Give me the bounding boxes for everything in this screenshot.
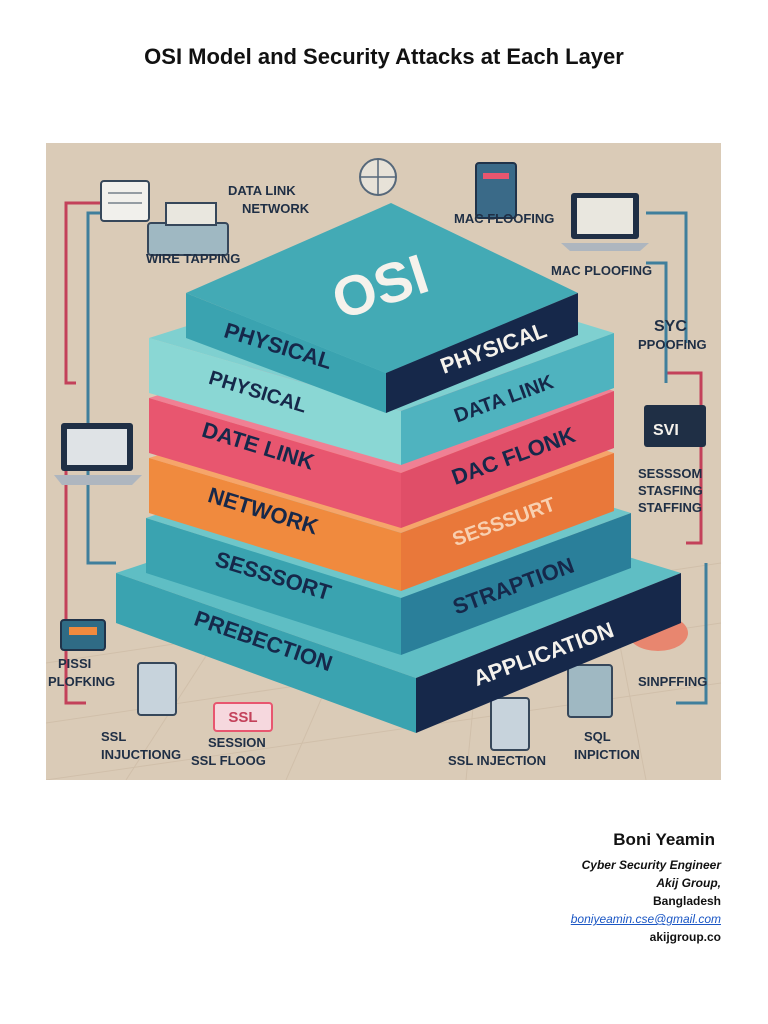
callout-data-link: DATA LINK xyxy=(228,183,296,198)
callout-spoofing: PPOOFING xyxy=(638,337,707,352)
server-icon xyxy=(100,180,150,222)
author-name: Boni Yeamin xyxy=(613,830,715,849)
callout-injuction: INJUCTIONG xyxy=(101,747,181,762)
device-icon xyxy=(60,619,106,651)
callout-ssl-badge: SSL xyxy=(228,709,257,726)
callout-inpiction: INPICTION xyxy=(574,747,640,762)
callout-staffing: STAFFING xyxy=(638,500,702,515)
callout-syc: SYC xyxy=(654,318,687,335)
callout-sessom: SESSSOM xyxy=(638,466,702,481)
callout-stasfing: STASFING xyxy=(638,483,703,498)
callout-ssl-injection: SSL INJECTION xyxy=(448,753,546,768)
ssl-badge xyxy=(213,702,273,732)
globe-icon xyxy=(359,158,397,196)
author-info: Boni Yeamin Cyber Security Engineer Akij… xyxy=(571,830,721,946)
callout-sql: SQL xyxy=(584,729,611,744)
callout-pissi: PISSI xyxy=(58,656,91,671)
osi-model-illustration: OSI PHYSICAL PHYSICAL DATE LINK NETWORK … xyxy=(46,143,721,780)
callout-svi: SVI xyxy=(653,422,679,439)
server-small-icon xyxy=(137,662,177,716)
callout-ssl-floog: SSL FLOOG xyxy=(191,753,266,768)
pc-icon xyxy=(567,664,613,718)
callout-ssl: SSL xyxy=(101,729,126,744)
document-title: OSI Model and Security Attacks at Each L… xyxy=(144,44,624,69)
callout-mac-flooding: MAC FLOOFING xyxy=(454,211,554,226)
callout-session: SESSION xyxy=(208,735,266,750)
author-email-link[interactable]: boniyeamin.cse@gmail.com xyxy=(570,912,721,926)
osi-stack-graphic: OSI PHYSICAL PHYSICAL DATE LINK NETWORK … xyxy=(46,143,721,780)
server-small-right-icon xyxy=(490,697,530,751)
network-switch-icon xyxy=(147,202,229,256)
callout-network: NETWORK xyxy=(242,201,310,216)
server-rack-icon xyxy=(475,162,517,219)
author-country: Bangladesh xyxy=(652,894,721,908)
author-website: akijgroup.co xyxy=(649,930,721,944)
callout-sniffing: SINPFFING xyxy=(638,674,707,689)
monitor-icon xyxy=(644,405,706,447)
laptop-left-icon xyxy=(54,423,142,485)
laptop-icon xyxy=(561,193,649,251)
author-role: Cyber Security Engineer xyxy=(581,858,721,872)
callout-wire-tapping: WIRE TAPPING xyxy=(146,251,240,266)
callout-mac-plooding: MAC PLOOFING xyxy=(551,263,652,278)
callout-plofking: PLOFKING xyxy=(48,674,115,689)
author-company: Akij Group, xyxy=(656,876,721,890)
